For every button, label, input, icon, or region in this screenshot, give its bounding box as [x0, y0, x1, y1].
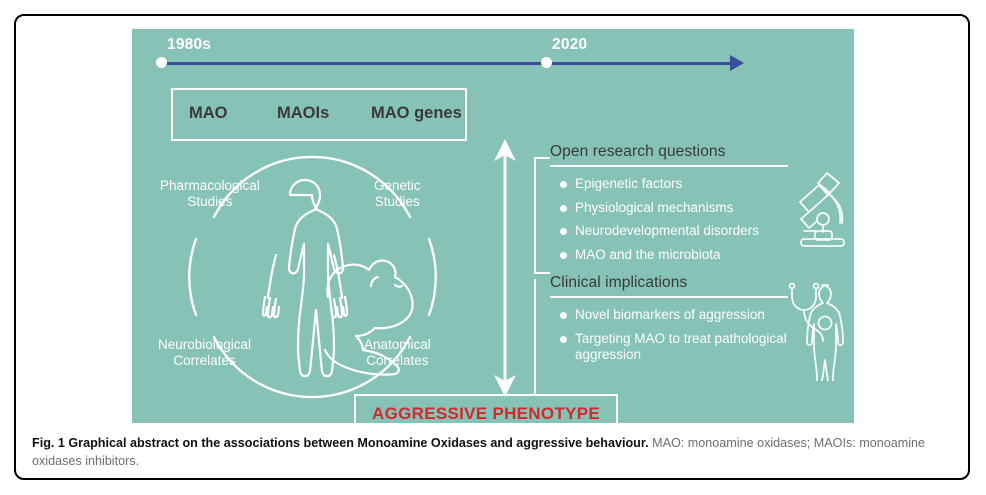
circle-label-anatomical-line1: Anatomical — [364, 337, 431, 352]
circle-arcs-and-figures — [188, 155, 437, 399]
clinical-implications-list: Novel biomarkers of aggression Targeting… — [550, 307, 800, 364]
timeline-end-label: 2020 — [552, 36, 588, 53]
mouse-icon — [323, 259, 414, 376]
timeline-dot-end — [541, 57, 552, 68]
list-item: Epigenetic factors — [560, 176, 800, 193]
circle-label-anatomical-line2: Correlates — [366, 353, 429, 368]
section-divider — [550, 296, 788, 298]
circle-label-neurobiological-line1: Neurobiological — [158, 337, 252, 352]
timeline-dot-start — [156, 57, 167, 68]
circle-label-genetic-line2: Studies — [374, 194, 420, 209]
figure-caption-abbreviations: MAO: monoamine oxidases; MAOIs: monoamin… — [32, 436, 926, 468]
double-headed-vertical-arrow-icon — [494, 139, 516, 397]
aggressive-phenotype-box: AGGRESSIVE PHENOTYPE — [354, 394, 618, 434]
era-terms-box: MAO MAOIs MAO genes — [171, 88, 467, 141]
section-title-clinical-implications: Clinical implications — [550, 274, 688, 291]
section-title-open-research-questions: Open research questions — [550, 143, 726, 160]
list-item: Novel biomarkers of aggression — [560, 307, 800, 324]
circle-label-pharmacological-line2: Studies — [187, 194, 233, 209]
era-term-maois: MAOIs — [277, 104, 330, 122]
microscope-icon — [799, 172, 845, 247]
list-item: Targeting MAO to treat pathological aggr… — [560, 331, 800, 364]
circle-diagram: Pharmacological Studies Genetic Studies … — [152, 139, 482, 407]
section-rail-bottom — [534, 279, 536, 395]
section-rail-top — [534, 157, 536, 273]
circle-label-anatomical: Anatomical Correlates — [364, 337, 431, 369]
circle-label-pharmacological: Pharmacological Studies — [160, 178, 260, 210]
circle-label-genetic-line1: Genetic — [374, 178, 421, 193]
section-rail-top-cap — [534, 157, 550, 159]
graphic-panel: 1980s 2020 MAO MAOIs MAO genes — [132, 29, 854, 434]
right-arrowhead-icon — [730, 55, 744, 71]
list-item: Neurodevelopmental disorders — [560, 223, 800, 240]
figure-card: 1980s 2020 MAO MAOIs MAO genes — [14, 14, 970, 480]
aggressive-phenotype-label: AGGRESSIVE PHENOTYPE — [372, 404, 600, 423]
circle-label-genetic: Genetic Studies — [374, 178, 421, 210]
circle-label-neurobiological: Neurobiological Correlates — [158, 337, 251, 369]
era-term-mao: MAO — [189, 104, 228, 122]
timeline-line — [161, 62, 736, 65]
human-figure-icon — [261, 178, 349, 378]
stethoscope-person-icon — [788, 282, 844, 381]
section-rail-bottom-cap — [534, 272, 550, 274]
section-divider — [550, 165, 788, 167]
era-term-mao-genes: MAO genes — [371, 104, 462, 122]
section-clinical-implications: Clinical implications Novel biomarkers o… — [550, 274, 800, 371]
timeline-start-label: 1980s — [167, 36, 212, 53]
open-research-questions-list: Epigenetic factors Physiological mechani… — [550, 176, 800, 263]
figure-caption-title: Fig. 1 Graphical abstract on the associa… — [32, 436, 649, 450]
section-open-research-questions: Open research questions Epigenetic facto… — [550, 143, 800, 270]
figure-caption: Fig. 1 Graphical abstract on the associa… — [32, 434, 952, 470]
circle-label-neurobiological-line2: Correlates — [173, 353, 236, 368]
circle-label-pharmacological-line1: Pharmacological — [160, 178, 260, 193]
list-item: Physiological mechanisms — [560, 200, 800, 217]
list-item: MAO and the microbiota — [560, 247, 800, 264]
